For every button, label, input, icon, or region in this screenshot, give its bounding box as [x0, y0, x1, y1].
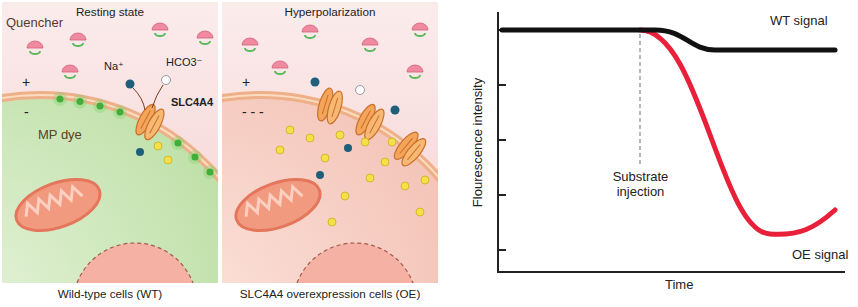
bicarbonate-ion [162, 76, 171, 85]
illustration-shape [302, 25, 318, 38]
quencher-label: Quencher [6, 16, 63, 31]
illustration-shape [306, 134, 314, 142]
slc4a4-transporter [352, 102, 387, 142]
panel-caption: SLC4A4 overexpression cells (OE) [222, 287, 438, 300]
illustration-shape [57, 96, 64, 103]
panel-caption: Wild-type cells (WT) [2, 287, 218, 300]
slc4a4-transporter [315, 87, 346, 126]
sodium-ion [316, 171, 324, 179]
illustration-shape [117, 109, 124, 116]
illustration-shape [412, 23, 428, 36]
oe-panel [222, 2, 438, 283]
cell-membrane [2, 95, 218, 283]
series-label: WT signal [770, 14, 828, 29]
illustration-shape [407, 65, 423, 78]
illustration-shape [152, 23, 168, 36]
illustration-shape [22, 185, 82, 217]
illustration-shape [272, 61, 288, 74]
cell-membrane [2, 95, 218, 283]
illustration-shape [175, 140, 182, 147]
slc4a4-transporter [132, 102, 167, 142]
sodium-ion [391, 106, 400, 115]
quencher-icons [27, 23, 213, 78]
charge-sign: - [24, 104, 29, 120]
illustration-shape [286, 126, 294, 134]
wt-panel [2, 2, 218, 283]
annotation: Substrate injection [603, 170, 678, 200]
oe-cell-panel: HyperpolarizationSLC4A4 overexpression c… [222, 2, 438, 283]
mitochondrion [9, 169, 107, 240]
ion-path [133, 85, 163, 110]
slc4a4-transporter [391, 129, 430, 169]
illustration-shape [53, 92, 67, 106]
illustration-shape [77, 98, 84, 105]
bicarbonate-ion [356, 86, 365, 95]
charge-sign: - - - [242, 104, 264, 120]
sodium-ion [311, 78, 320, 87]
illustration-shape [328, 218, 336, 226]
substrate-dot [154, 142, 162, 150]
panel-heading: Hyperpolarization [222, 5, 438, 18]
illustration-shape [62, 65, 78, 78]
illustration-shape [27, 41, 43, 54]
illustration-shape [242, 185, 302, 217]
charge-sign: + [242, 74, 250, 90]
charge-sign: + [22, 74, 30, 90]
sodium-ion [136, 148, 144, 156]
signal-chart [498, 12, 845, 272]
axis-title: Flourescence intensity [471, 77, 486, 206]
sodium-ion [126, 80, 135, 89]
oe-signal-line [640, 30, 835, 234]
dye-label: MP dye [38, 128, 82, 143]
sodium-ion [344, 144, 352, 152]
nucleus [73, 243, 197, 283]
mitochondrion [229, 169, 327, 240]
illustration-shape [381, 158, 389, 166]
illustration-shape [362, 38, 378, 51]
illustration-shape [73, 95, 87, 109]
illustration-shape [401, 182, 409, 190]
illustration-shape [416, 208, 424, 216]
substrate-dot [164, 156, 172, 164]
illustration-shape [361, 138, 369, 146]
nucleus [293, 243, 417, 283]
illustration-shape [336, 131, 344, 139]
illustration-shape [171, 136, 185, 150]
transporter-label: SLC4A4 [171, 96, 213, 109]
illustration-shape [203, 165, 217, 179]
illustration-shape [188, 150, 202, 164]
illustration-shape [242, 38, 258, 51]
illustration-shape [341, 192, 349, 200]
illustration-shape [113, 105, 127, 119]
illustration-shape [366, 174, 374, 182]
wt-cell-panel: Resting stateWild-type cells (WT) [2, 2, 218, 283]
illustration-shape [276, 146, 284, 154]
substrate-dots [276, 126, 429, 226]
illustration-shape [388, 138, 396, 146]
illustration-shape [97, 103, 104, 110]
illustration-shape [93, 99, 107, 113]
axis-ticks [498, 30, 506, 250]
illustration-shape [229, 169, 327, 240]
illustration-shape [222, 2, 438, 283]
illustration-shape [9, 169, 107, 240]
illustration-shape [207, 169, 214, 176]
cell-body [2, 95, 218, 283]
wt-signal-line [502, 30, 835, 50]
series-label: OE signal [792, 248, 848, 263]
injection-marker [639, 34, 640, 165]
axis-title: Time [665, 278, 693, 293]
illustration-shape [197, 31, 213, 44]
quencher-icons [242, 23, 428, 78]
chart-axes [498, 12, 845, 272]
ion-label: HCO3⁻ [166, 56, 202, 69]
ion-label: Na⁺ [104, 60, 124, 73]
illustration-shape [321, 154, 329, 162]
illustration-shape [421, 176, 429, 184]
illustration-shape [70, 33, 86, 46]
illustration-shape [192, 154, 199, 161]
